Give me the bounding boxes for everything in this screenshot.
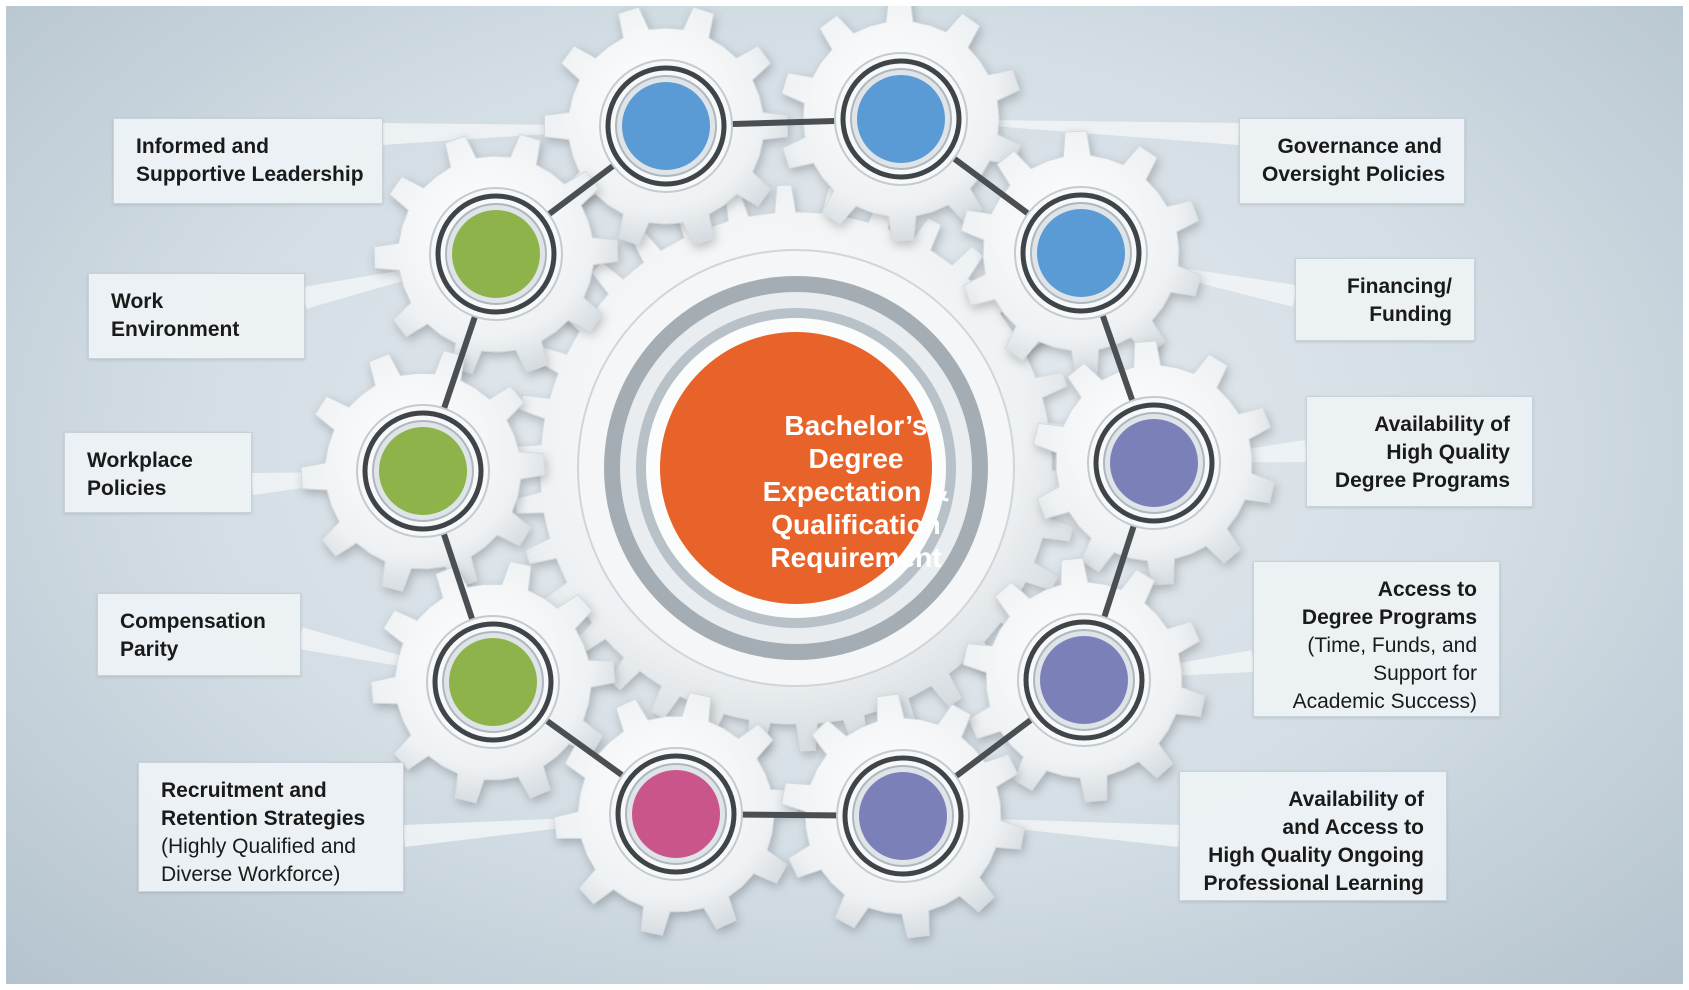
hub-color-disc bbox=[379, 427, 467, 515]
gear-diagram bbox=[251, 6, 1307, 939]
callout-work-environment: Work Environment bbox=[88, 273, 305, 359]
hub-color-disc bbox=[622, 82, 710, 170]
callout-line: Oversight Policies bbox=[1262, 163, 1446, 186]
callout-line: Degree Programs bbox=[1334, 469, 1510, 492]
callout-line: and Access to bbox=[1282, 816, 1424, 839]
callout-line: Availability of bbox=[1374, 413, 1510, 436]
callout-line: Access to bbox=[1377, 578, 1477, 601]
callout-informed-leadership: Informed and Supportive Leadership bbox=[113, 118, 383, 204]
callout-governance-oversight: Governance and Oversight Policies bbox=[1239, 118, 1465, 204]
center-title-line: Requirement bbox=[770, 542, 942, 573]
callout-line: Workplace bbox=[87, 449, 193, 472]
hub-belt-ring bbox=[435, 193, 557, 315]
hub-belt-ring bbox=[615, 753, 737, 875]
callout-line: Degree Programs bbox=[1301, 606, 1477, 629]
hub-color-disc bbox=[1110, 419, 1198, 507]
hub-color-disc bbox=[449, 638, 537, 726]
hub-belt-ring bbox=[432, 621, 554, 743]
hub-color-disc bbox=[1040, 636, 1128, 724]
hub-belt-ring bbox=[842, 755, 964, 877]
callout-line: Funding bbox=[1369, 303, 1452, 326]
callout-line: Supportive Leadership bbox=[136, 163, 364, 186]
callout-line: Environment bbox=[111, 318, 240, 341]
callout-workplace-policies: Workplace Policies bbox=[64, 432, 252, 513]
center-orange-disc bbox=[660, 332, 932, 604]
hub-color-disc bbox=[452, 210, 540, 298]
callout-line: Financing/ bbox=[1347, 275, 1452, 298]
callout-financing-funding: Financing/ Funding bbox=[1295, 258, 1475, 341]
center-title-line: Expectation & bbox=[762, 476, 950, 507]
callout-line: High Quality Ongoing bbox=[1208, 844, 1424, 867]
hub-belt-ring bbox=[605, 65, 727, 187]
hub-belt-ring bbox=[1093, 402, 1215, 524]
callout-line: Compensation bbox=[120, 610, 266, 633]
callout-line: Diverse Workforce) bbox=[161, 863, 341, 886]
callout-line: Recruitment and bbox=[161, 779, 327, 802]
callout-line: Parity bbox=[120, 638, 179, 661]
callout-line: (Highly Qualified and bbox=[161, 835, 356, 858]
callout-line: (Time, Funds, and bbox=[1307, 634, 1477, 657]
callout-line: Support for bbox=[1373, 662, 1477, 685]
callout-line: Availability of bbox=[1288, 788, 1424, 811]
hub-color-disc bbox=[859, 772, 947, 860]
callout-recruitment-retention: Recruitment and Retention Strategies (Hi… bbox=[138, 762, 404, 892]
hub-belt-ring bbox=[840, 58, 962, 180]
hub-belt-ring bbox=[1020, 192, 1142, 314]
center-title-line: Qualification bbox=[771, 509, 941, 540]
hub-belt-ring bbox=[362, 410, 484, 532]
hub-belt-ring bbox=[1023, 619, 1145, 741]
callout-line: Academic Success) bbox=[1292, 690, 1477, 713]
center-title-line: Degree bbox=[808, 443, 904, 474]
hub-color-disc bbox=[632, 770, 720, 858]
callout-line: Retention Strategies bbox=[161, 807, 366, 830]
center-title-line: Bachelor’s bbox=[784, 410, 928, 441]
callout-line: Informed and bbox=[136, 135, 270, 158]
callout-line: Governance and bbox=[1277, 135, 1442, 158]
callout-professional-learning: Availability of and Access to High Quali… bbox=[1179, 771, 1447, 901]
diagram-stage: Bachelor’s Degree Expectation & Qualific… bbox=[6, 6, 1683, 984]
callout-line: High Quality bbox=[1386, 441, 1510, 464]
center-title: Bachelor’s Degree Expectation & Qualific… bbox=[696, 409, 1016, 574]
callout-line: Professional Learning bbox=[1203, 872, 1424, 895]
callout-availability-degree-programs: Availability of High Quality Degree Prog… bbox=[1306, 396, 1533, 507]
callout-access-degree-programs: Access to Degree Programs (Time, Funds, … bbox=[1253, 561, 1500, 717]
hub-color-disc bbox=[1037, 209, 1125, 297]
hub-color-disc bbox=[857, 75, 945, 163]
callout-line: Policies bbox=[87, 477, 167, 500]
callout-compensation-parity: Compensation Parity bbox=[97, 593, 301, 676]
hubs-layer bbox=[356, 52, 1221, 883]
callout-line: Work bbox=[111, 290, 164, 313]
